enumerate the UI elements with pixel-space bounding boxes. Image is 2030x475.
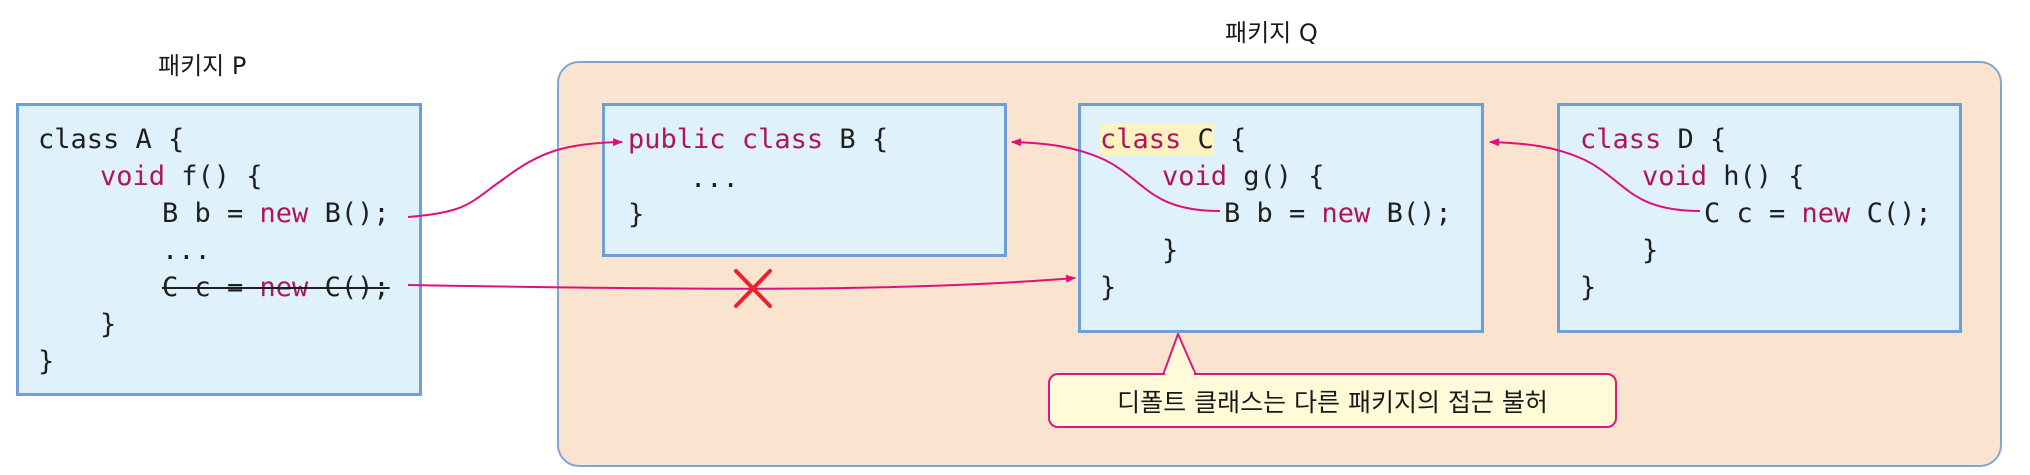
class-d-line-3: C c = new C(); — [1704, 195, 1932, 232]
keyword-void: void — [1642, 161, 1708, 192]
ellipsis: ... — [162, 235, 211, 266]
class-b-line-1: public class B { — [628, 121, 888, 158]
keyword-class: class — [1100, 124, 1182, 155]
class-a-line-2: void f() { — [100, 158, 263, 195]
class-a-line-1: class A { — [38, 121, 184, 158]
callout-pointer-seam — [1165, 371, 1194, 377]
method-g-decl: g() { — [1227, 161, 1325, 192]
open-brace: { — [1213, 124, 1247, 155]
class-d-line-1: class D { — [1580, 121, 1726, 158]
class-a-line-6: } — [100, 306, 116, 343]
keyword-class: class — [741, 124, 824, 155]
class-d-line-5: } — [1580, 269, 1596, 306]
stmt-c-post: C(); — [308, 272, 390, 303]
keyword-void: void — [100, 161, 166, 192]
class-a-line-7: } — [38, 343, 54, 380]
stmt-c-post: C(); — [1850, 198, 1932, 229]
closing-brace: } — [1100, 272, 1117, 303]
keyword-new: new — [1801, 198, 1851, 229]
class-d-line-2: void h() { — [1642, 158, 1805, 195]
callout-text: 디폴트 클래스는 다른 패키지의 접근 불허 — [1117, 387, 1548, 417]
cross-mark-icon — [734, 269, 772, 308]
keyword-new: new — [1321, 198, 1371, 229]
class-a-line-5-struck: C c = new C(); — [162, 269, 390, 306]
class-c-line-2: void g() { — [1162, 158, 1325, 195]
arrow-a-to-b — [407, 138, 623, 218]
stmt-b-post: B(); — [308, 198, 390, 229]
closing-brace: } — [1162, 235, 1179, 266]
class-a-box — [16, 103, 422, 396]
stmt-b-post: B(); — [1370, 198, 1452, 229]
class-c-line-5: } — [1100, 269, 1116, 306]
arrow-a-to-c-blocked — [407, 274, 1076, 290]
closing-brace: } — [1580, 272, 1597, 303]
class-b-line-2: ... — [690, 160, 739, 197]
class-b-line-3: } — [628, 196, 644, 233]
stmt-c-pre: C c = — [162, 272, 260, 303]
ellipsis: ... — [690, 163, 739, 194]
keyword-new: new — [259, 272, 309, 303]
class-d-name: D { — [1661, 124, 1727, 155]
class-b-name: B { — [823, 124, 889, 155]
closing-brace: } — [628, 199, 645, 230]
method-h-decl: h() { — [1707, 161, 1805, 192]
closing-brace: } — [1642, 235, 1659, 266]
package-q-label: 패키지 Q — [1225, 19, 1318, 47]
stmt-b-pre: B b = — [1224, 198, 1322, 229]
class-c-line-4: } — [1162, 232, 1178, 269]
arrow-c-to-b — [1011, 138, 1221, 212]
class-c-line-1: class C { — [1100, 121, 1246, 158]
keyword-class: class — [1580, 124, 1662, 155]
stmt-c-pre: C c = — [1704, 198, 1802, 229]
class-d-line-4: } — [1642, 232, 1658, 269]
stmt-b-pre: B b = — [162, 198, 260, 229]
default-class-callout: 디폴트 클래스는 다른 패키지의 접근 불허 — [1048, 373, 1617, 428]
closing-brace: } — [100, 309, 117, 340]
keyword-public: public — [628, 124, 726, 155]
class-c-name: C — [1181, 124, 1214, 155]
closing-brace: } — [38, 346, 55, 377]
class-d-box — [1557, 103, 1962, 333]
class-a-line-4: ... — [162, 232, 211, 269]
class-a-decl: class A { — [38, 124, 185, 155]
arrow-d-to-c — [1489, 138, 1701, 212]
package-p-label: 패키지 P — [158, 52, 247, 80]
method-f-decl: f() { — [165, 161, 263, 192]
class-a-line-3: B b = new B(); — [162, 195, 390, 232]
keyword-new: new — [259, 198, 309, 229]
class-c-highlight: class C — [1100, 124, 1214, 155]
callout-pointer — [1162, 333, 1197, 376]
class-b-box — [602, 103, 1007, 257]
class-c-line-3: B b = new B(); — [1224, 195, 1452, 232]
keyword-void: void — [1162, 161, 1228, 192]
